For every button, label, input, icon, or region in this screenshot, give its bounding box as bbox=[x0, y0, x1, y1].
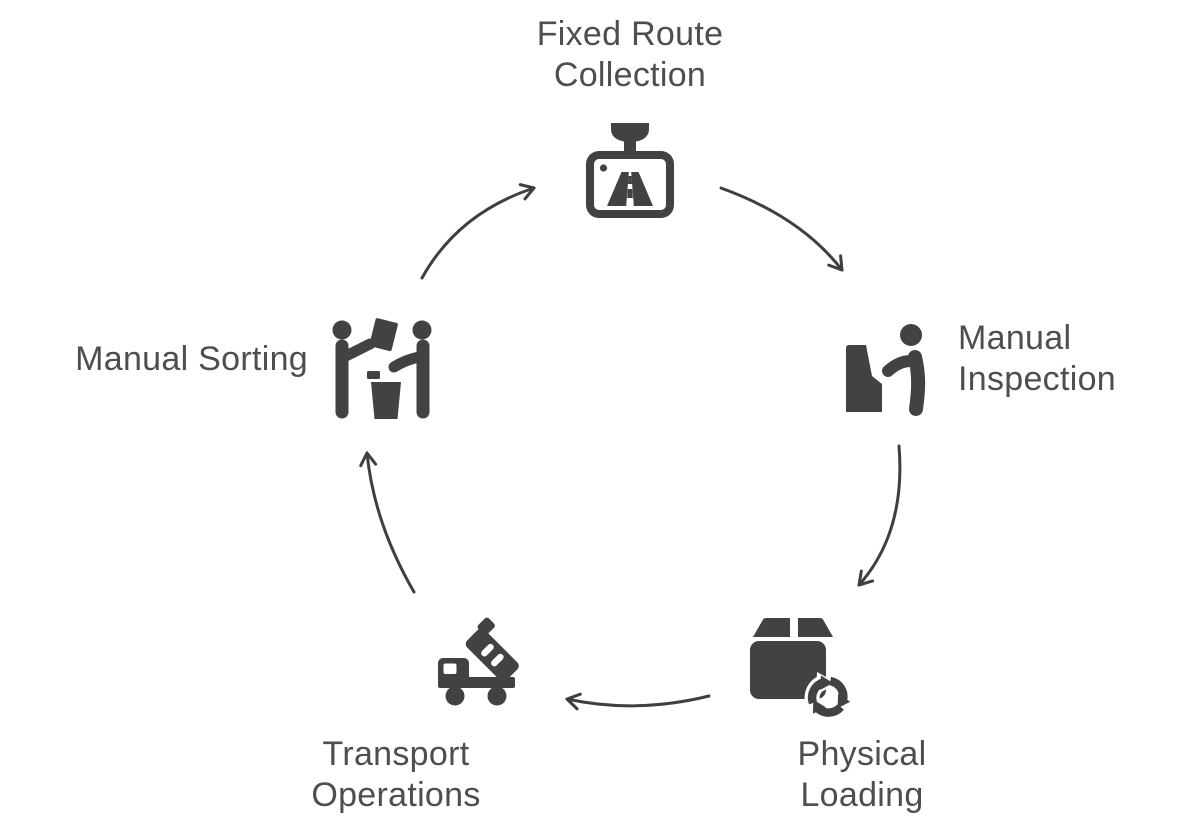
node-label-physical-loading: Physical Loading bbox=[797, 735, 927, 814]
dump-truck-icon bbox=[434, 616, 546, 712]
people-sorting-icon bbox=[330, 316, 434, 426]
arrow-transport-to-sorting bbox=[359, 451, 416, 594]
dashcam-icon bbox=[582, 121, 678, 220]
arrow-sorting-to-collection bbox=[420, 183, 536, 280]
package-recycle-icon bbox=[744, 613, 858, 725]
node-label-manual-sorting: Manual Sorting bbox=[75, 340, 308, 378]
arrow-loading-to-transport bbox=[565, 692, 711, 711]
node-label-fixed-route-collection: Fixed Route Collection bbox=[536, 15, 724, 94]
node-label-manual-inspection: Manual Inspection bbox=[958, 319, 1116, 398]
arrow-inspection-to-loading bbox=[857, 444, 902, 587]
person-inspecting-icon bbox=[838, 316, 938, 424]
node-label-transport-operations: Transport Operations bbox=[311, 735, 481, 814]
arrow-collection-to-inspection bbox=[719, 186, 844, 272]
